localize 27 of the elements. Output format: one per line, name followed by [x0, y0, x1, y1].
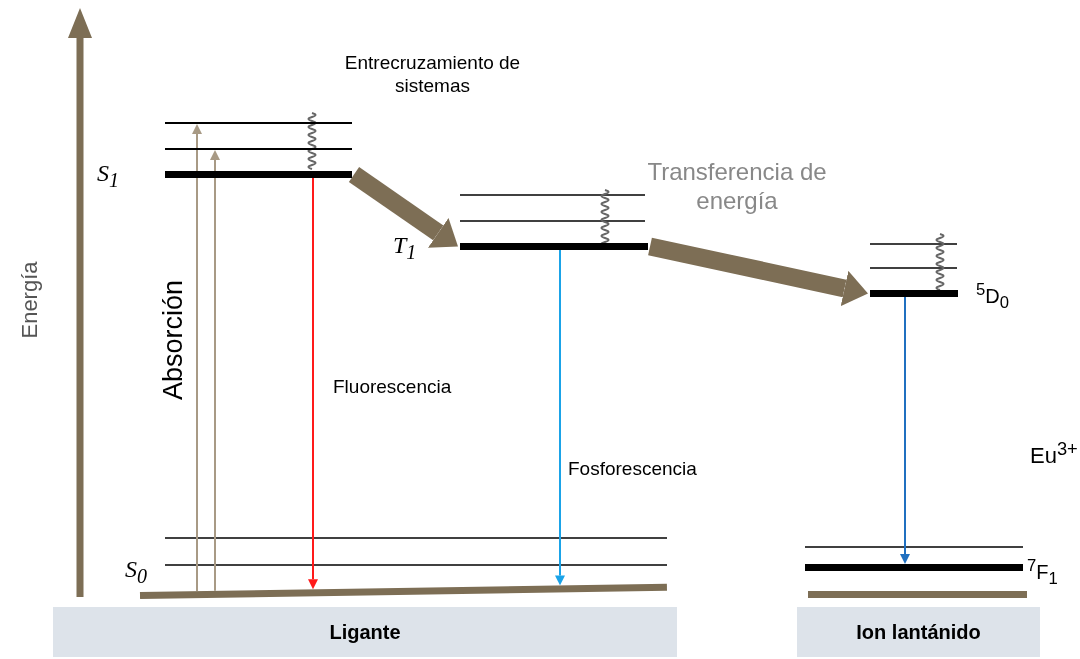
block-arrow [648, 237, 868, 307]
energy-level-bar [165, 171, 352, 178]
region-band [797, 607, 1040, 657]
level-label: T$_{1}$ [393, 232, 417, 264]
energy-level-bar [460, 243, 648, 250]
edge-label: Fosforescencia [568, 458, 697, 480]
transition-arrow [308, 177, 318, 590]
energy-level-bar [805, 564, 1023, 571]
region-label: Ligante [329, 620, 401, 644]
region-label: Ion lantánido [856, 620, 981, 644]
process-label: Entrecruzamiento de sistemas [343, 52, 522, 98]
energy-level-bar [870, 290, 958, 297]
edge-label: Fluorescencia [333, 376, 452, 398]
ion-label: Eu$^{3+}$ [1030, 438, 1078, 470]
level-label: S$_{0}$ [125, 556, 147, 588]
level-label: $^{5}$D$_{0}$ [976, 280, 1009, 313]
axis-label: Energía [16, 261, 43, 339]
region-band [53, 607, 677, 657]
process-label: Absorción [156, 279, 189, 401]
process-label: Transferencia de energía [646, 158, 828, 216]
transition-arrow [555, 249, 565, 586]
transition-arrow [192, 124, 202, 593]
transition-arrow [210, 150, 220, 592]
level-label: $^{7}$F$_{1}$ [1027, 556, 1058, 589]
level-label: S$_{1}$ [97, 160, 119, 192]
block-arrow [348, 167, 458, 248]
transition-arrow [900, 296, 910, 564]
